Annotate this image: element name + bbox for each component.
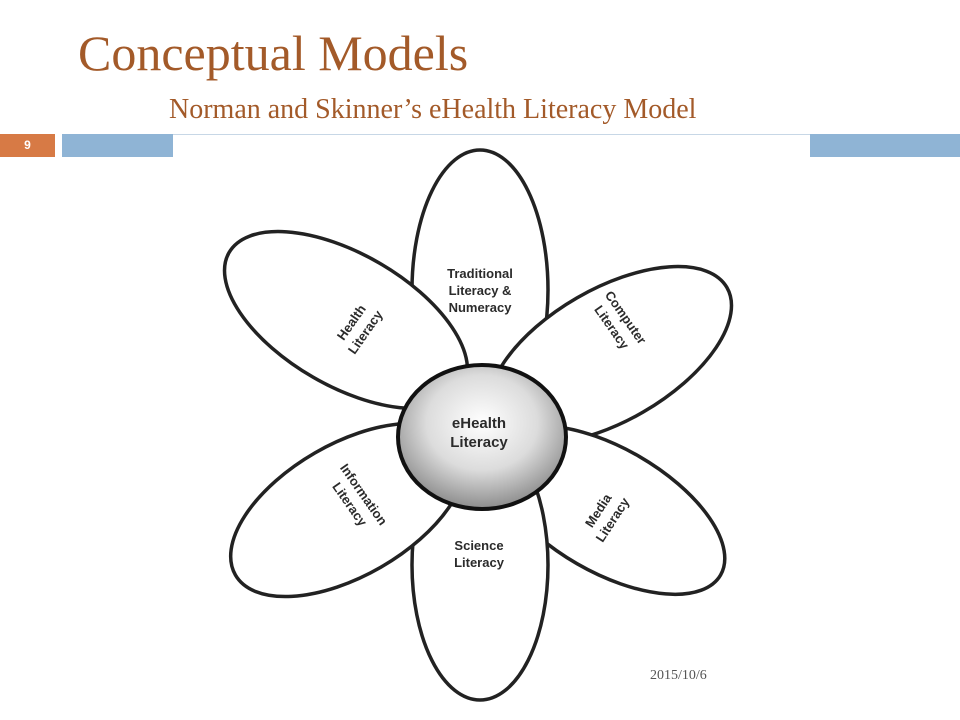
slide-subtitle: Norman and Skinner’s eHealth Literacy Mo… xyxy=(169,94,697,125)
header-bar-left xyxy=(62,134,173,157)
slide-date: 2015/10/6 xyxy=(650,668,707,683)
label-traditional: Traditional Literacy & Numeracy xyxy=(447,266,513,315)
label-line: Science xyxy=(454,538,503,553)
slide-number: 9 xyxy=(24,138,31,152)
slide-number-bar xyxy=(0,134,55,157)
label-line: Literacy xyxy=(450,434,508,451)
label-line: Literacy xyxy=(454,555,505,570)
slide-title: Conceptual Models xyxy=(78,25,469,81)
header-rule xyxy=(173,134,810,135)
label-line: eHealth xyxy=(452,415,506,432)
center-circle xyxy=(396,363,568,511)
label-line: Literacy & xyxy=(449,283,512,298)
label-line: Traditional xyxy=(447,266,513,281)
label-line: Numeracy xyxy=(449,300,513,315)
label-science: Science Literacy xyxy=(454,538,505,570)
ehealth-flower-diagram: Traditional Literacy & Numeracy Computer… xyxy=(222,148,734,702)
label-center: eHealth Literacy xyxy=(450,415,508,451)
header-bar-right xyxy=(810,134,960,157)
